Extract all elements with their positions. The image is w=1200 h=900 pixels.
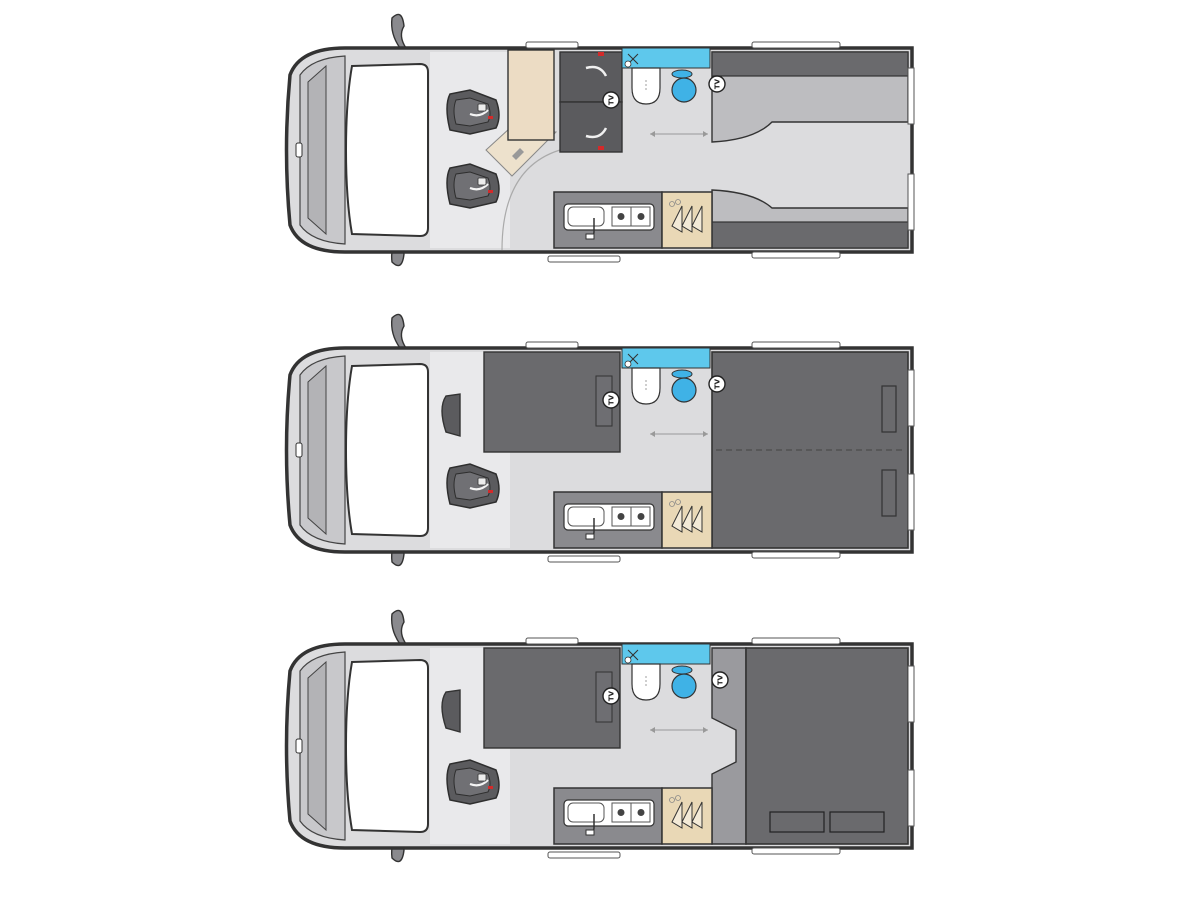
- mirror-top: [390, 609, 408, 645]
- kitchen-unit: [553, 191, 663, 249]
- window-top-2: [751, 41, 841, 49]
- badge: [295, 442, 303, 458]
- windscreen: [344, 62, 429, 238]
- mirror-top: [390, 13, 408, 49]
- badge: [295, 738, 303, 754]
- arrow-icon: [512, 148, 524, 160]
- rear-backrest-top: [711, 51, 909, 77]
- table: [507, 49, 555, 141]
- window-top-1: [525, 41, 579, 49]
- window-top-1: [525, 637, 579, 645]
- step-bottom: [547, 851, 621, 859]
- kitchen-unit: [553, 491, 663, 549]
- driver-seat-reclined: [441, 689, 461, 733]
- locker-1: [881, 385, 897, 433]
- rear-window-2: [907, 173, 915, 231]
- window-top-2: [751, 341, 841, 349]
- tv-label-1-circle: [602, 391, 620, 409]
- tv-label-1-circle: [602, 687, 620, 705]
- window-top-2: [751, 637, 841, 645]
- kitchen-unit: [553, 787, 663, 845]
- rear-window-1: [907, 369, 915, 427]
- tv-label-2: TV: [717, 674, 725, 685]
- window-bottom-2: [751, 847, 841, 855]
- fridge: [661, 191, 713, 249]
- belt-1: [585, 65, 608, 77]
- rear-transverse-bed: [745, 647, 909, 845]
- mirror-top: [390, 313, 408, 349]
- layout-day: TV TV: [284, 13, 915, 267]
- layout-night-bunk: TV TV: [284, 609, 915, 863]
- belt-red-2: [598, 146, 604, 150]
- step-bottom: [547, 255, 621, 263]
- tv-label-1: TV: [608, 94, 616, 105]
- rear-backrest-bottom: [711, 221, 909, 249]
- fridge: [661, 787, 713, 845]
- layout-night-double: TV TV: [284, 313, 915, 567]
- belt-2: [585, 127, 608, 139]
- tv-label-2: TV: [714, 378, 722, 389]
- rear-window-1: [907, 665, 915, 723]
- grille: [307, 364, 327, 536]
- tv-label-1: TV: [608, 690, 616, 701]
- grille: [307, 64, 327, 236]
- windscreen: [344, 362, 429, 538]
- tv-label-2-circle: [708, 75, 726, 93]
- window-top-1: [525, 341, 579, 349]
- fridge: [661, 491, 713, 549]
- door-swing: [501, 149, 561, 251]
- drawer-2: [829, 811, 885, 833]
- rear-seat-bottom: [559, 101, 623, 153]
- tv-label-2-circle: [711, 671, 729, 689]
- grille: [307, 660, 327, 832]
- rear-window-1: [907, 67, 915, 125]
- windscreen: [344, 658, 429, 834]
- driver-seat-reclined: [441, 393, 461, 437]
- drawer-1: [769, 811, 825, 833]
- tv-label-1: TV: [608, 394, 616, 405]
- locker-2: [881, 469, 897, 517]
- tv-label-2-circle: [708, 375, 726, 393]
- step-bottom: [547, 555, 621, 563]
- window-bottom-2: [751, 251, 841, 259]
- tv-label-2: TV: [714, 78, 722, 89]
- belt-red-1: [598, 52, 604, 56]
- tv-label-1-circle: [602, 91, 620, 109]
- rear-window-2: [907, 769, 915, 827]
- window-bottom-2: [751, 551, 841, 559]
- rear-window-2: [907, 473, 915, 531]
- badge: [295, 142, 303, 158]
